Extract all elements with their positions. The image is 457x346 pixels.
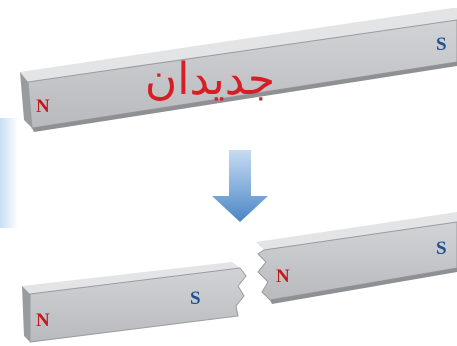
magnet-top-upper-face xyxy=(20,8,457,82)
magnet-bottom-left-front-face xyxy=(29,267,247,343)
magnet-bottom-right-south-label: S xyxy=(436,238,447,259)
magnet-bottom-right-front-face xyxy=(257,221,457,301)
magnet-bottom-right-north-label: N xyxy=(276,266,290,287)
magnet-bottom-right-bottom-shadow xyxy=(270,268,457,304)
magnet-bottom-left-north-label: N xyxy=(36,310,50,331)
arrow-down-icon xyxy=(212,150,268,222)
magnet-bottom-right-upper-face xyxy=(256,212,457,250)
caption-new-magnets: جديدان xyxy=(144,54,276,105)
magnet-top-bottom-shadow xyxy=(32,62,457,132)
magnet-bottom-right: N S xyxy=(256,212,457,304)
magnet-bottom-left: N S xyxy=(22,262,247,343)
background-glow xyxy=(0,118,18,228)
magnet-top: N S xyxy=(20,8,457,132)
magnet-top-north-label: N xyxy=(36,96,50,117)
magnet-top-south-label: S xyxy=(436,34,447,55)
magnet-bottom-left-upper-face xyxy=(22,262,240,294)
magnet-bottom-left-south-label: S xyxy=(190,288,201,309)
magnet-bottom-left-end-face xyxy=(22,286,30,342)
magnet-top-end-face xyxy=(20,72,32,128)
